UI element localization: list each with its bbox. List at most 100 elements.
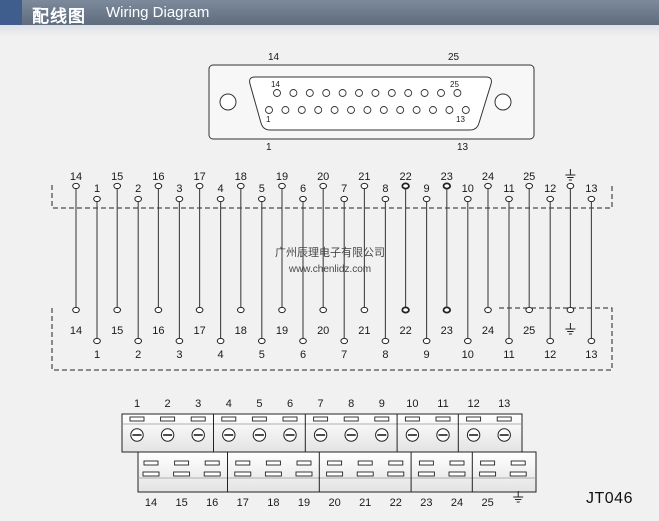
wire-top-label-19: 19 xyxy=(276,171,288,183)
terminal-bottom-screw-24 xyxy=(448,471,466,477)
connector-pin-10 xyxy=(412,106,421,114)
wire-top-label-4: 4 xyxy=(218,183,224,195)
wire-top-label-22: 22 xyxy=(399,171,411,183)
terminal-top-wire-slot-2 xyxy=(160,416,176,422)
wire-top-label-6: 6 xyxy=(300,183,306,195)
terminal-bottom-slot-20 xyxy=(327,460,343,466)
terminal-screw-13 xyxy=(497,428,511,442)
terminal-bottom-screw-21 xyxy=(356,471,374,477)
wire-top-label-2: 2 xyxy=(135,183,141,195)
terminal-screw-12 xyxy=(466,428,481,442)
wire-bottom-label-11: 11 xyxy=(503,349,514,361)
terminal-top-label-5: 5 xyxy=(256,398,262,410)
wire-top-label-7: 7 xyxy=(341,183,347,195)
terminal-bottom-label-21: 21 xyxy=(359,497,371,509)
wire-top-label-25: 25 xyxy=(523,171,535,183)
db25-connector: 14 25 1 13 14 25 1 13 xyxy=(208,52,535,153)
terminal-bottom-label-16: 16 xyxy=(206,497,218,509)
model-number: JT046 xyxy=(586,490,633,507)
wire-top-label-23: 23 xyxy=(441,171,453,183)
wire-top-label-15: 15 xyxy=(111,171,123,183)
wire-23: 23 23 xyxy=(441,171,453,337)
connector-inner-label-25: 25 xyxy=(450,80,459,89)
terminal-bottom-screw-17 xyxy=(234,471,252,477)
wire-2: 22 xyxy=(134,183,142,361)
wire-bottom-label-14: 14 xyxy=(70,325,82,337)
terminal-bottom-label-17: 17 xyxy=(237,497,249,509)
terminal-top-wire-slot-5 xyxy=(251,416,267,422)
wire-8: 88 xyxy=(381,183,390,361)
wire-bottom-label-5: 5 xyxy=(259,349,265,361)
terminal-bottom-label-24: 24 xyxy=(451,497,463,509)
terminal-top-wire-slot-7 xyxy=(313,416,329,422)
terminal-screw-10 xyxy=(405,428,420,442)
terminal-bottom-screw-18 xyxy=(264,471,282,477)
terminal-screw-4 xyxy=(222,428,236,442)
page-header: 配线图 Wiring Diagram xyxy=(0,0,659,27)
wire-bottom-label-23: 23 xyxy=(441,325,453,337)
wire-9: 99 xyxy=(422,183,431,361)
connector-pin-22 xyxy=(404,89,413,97)
terminal-top-label-11: 11 xyxy=(437,398,448,410)
connector-pin-5 xyxy=(330,106,339,114)
terminal-bottom-screw-25 xyxy=(479,471,497,477)
terminal-bottom-slot-21 xyxy=(357,460,373,466)
connector-pin-21 xyxy=(387,89,396,97)
terminal-screw-2 xyxy=(160,428,175,442)
terminal-top-wire-slot-12 xyxy=(466,416,482,422)
terminal-bottom-slot-15 xyxy=(174,460,190,466)
header-underline xyxy=(0,25,659,37)
connector-inner-label-14: 14 xyxy=(271,80,280,89)
terminal-bottom-slot-14 xyxy=(143,460,159,466)
connector-inner-label-1: 1 xyxy=(266,115,271,124)
wire-bottom-label-24: 24 xyxy=(482,325,494,337)
connector-pin-18 xyxy=(338,89,347,97)
terminal-bottom-label-20: 20 xyxy=(328,497,340,509)
title-chinese: 配线图 xyxy=(32,7,86,27)
wire-bottom-label-25: 25 xyxy=(523,325,535,337)
connector-pin-4 xyxy=(314,106,323,114)
terminal-bottom-screw-15 xyxy=(173,471,191,477)
connector-pin-9 xyxy=(396,106,405,114)
wire-bottom-label-7: 7 xyxy=(341,349,347,361)
terminal-screw-6 xyxy=(283,428,297,442)
terminal-bottom-label-25: 25 xyxy=(481,497,493,509)
connector-label-14: 14 xyxy=(268,52,280,63)
wire-top-label-13: 13 xyxy=(585,183,597,195)
terminal-top-wire-slot-10 xyxy=(404,416,420,422)
terminal-top-wire-slot-13 xyxy=(496,416,512,422)
terminal-top-label-1: 1 xyxy=(134,398,140,410)
wire-bottom-label-3: 3 xyxy=(176,349,182,361)
connector-pin-11 xyxy=(429,106,437,114)
wire-bottom-label-1: 1 xyxy=(94,349,100,361)
wire-bottom-ground-icon xyxy=(565,323,576,335)
connector-pin-24 xyxy=(437,89,445,97)
terminal-top-wire-slot-8 xyxy=(343,416,359,422)
wire-6: 66 xyxy=(299,183,307,361)
wire-bottom-label-17: 17 xyxy=(193,325,205,337)
wire-bottom-label-19: 19 xyxy=(276,325,288,337)
wire-bottom-label-15: 15 xyxy=(111,325,123,337)
connector-pin-13 xyxy=(461,106,470,114)
terminal-top-wire-slot-3 xyxy=(190,416,206,422)
wire-top-label-10: 10 xyxy=(462,183,474,195)
connector-pin-12 xyxy=(445,106,454,114)
connector-label-13: 13 xyxy=(457,142,469,153)
wire-bottom-label-8: 8 xyxy=(382,349,388,361)
connector-pin-2 xyxy=(281,106,290,114)
connector-pin-16 xyxy=(305,89,314,97)
wire-top-label-16: 16 xyxy=(152,171,164,183)
